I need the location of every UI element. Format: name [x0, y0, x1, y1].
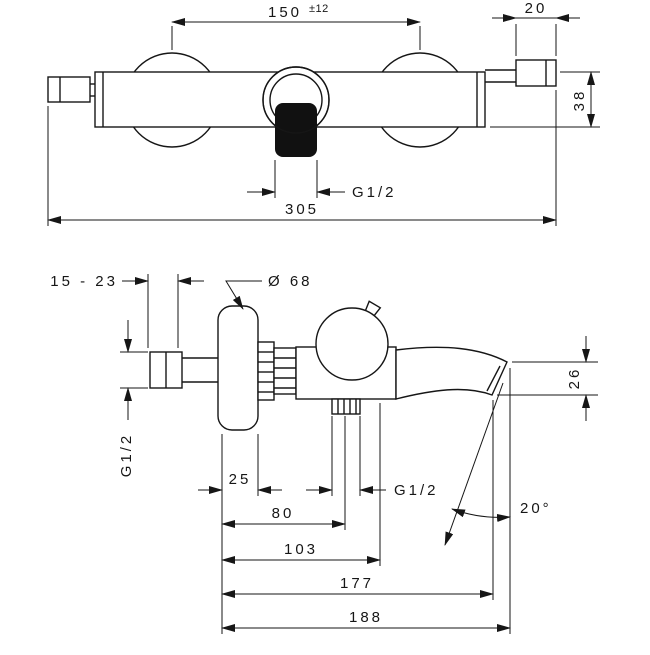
spout-outlet-height-label: 26	[566, 367, 583, 390]
dim-handle-depth: 103	[221, 403, 381, 566]
wall-distance-label: 15 - 23	[50, 273, 118, 290]
dim-body-height: 38	[490, 71, 600, 128]
escutcheon-diameter-label: Ø 68	[268, 273, 313, 290]
spout-angle-label: 20°	[520, 500, 552, 517]
dim-spout-outlet-height: 26	[497, 336, 598, 421]
inlet-thread-label: G1/2	[118, 433, 135, 478]
dim-outlet-thread-front: G1/2	[247, 160, 397, 201]
body-height-label: 38	[571, 89, 588, 112]
overall-width-label: 305	[285, 201, 319, 218]
s-union	[149, 351, 218, 389]
dim-outlet-thread-side: G1/2	[306, 416, 439, 499]
outlet-connector-front	[275, 103, 317, 157]
outlet-thread-side-label: G1/2	[394, 482, 439, 499]
overall-depth-label: 188	[349, 609, 383, 626]
center-distance-label: 150	[268, 4, 302, 21]
dim-spout-outlet-depth: 177	[221, 400, 494, 600]
wall-connector-left	[47, 76, 96, 103]
connector-width-label: 20	[525, 0, 548, 17]
dim-wall-distance: 15 - 23	[50, 273, 204, 348]
dim-spout-angle: 20°	[444, 382, 552, 546]
front-view-dimensions: 150 ±12 20 38 G1/2	[47, 0, 600, 226]
spout-outlet-depth-label: 177	[340, 575, 374, 592]
side-view	[149, 300, 508, 431]
dim-overall-width: 305	[47, 90, 557, 226]
front-view	[47, 52, 557, 157]
bottom-outlet	[331, 398, 361, 415]
escutcheon-depth-label: 25	[229, 471, 252, 488]
dim-overall-depth: 188	[221, 368, 511, 634]
dim-connector-width: 20	[492, 0, 580, 56]
dim-outlet-center-depth: 80	[221, 416, 346, 530]
adapter-nut	[257, 341, 297, 401]
outlet-thread-front-label: G1/2	[352, 184, 397, 201]
escutcheon-side	[217, 305, 259, 431]
dim-escutcheon-depth: 25	[198, 434, 282, 634]
wall-connector-right	[485, 59, 557, 87]
dim-inlet-thread: G1/2	[118, 320, 148, 477]
handle-depth-label: 103	[284, 541, 318, 558]
center-tolerance-label: ±12	[309, 3, 329, 15]
spout	[395, 346, 508, 400]
outlet-center-depth-label: 80	[272, 505, 295, 522]
side-view-dimensions: 15 - 23 Ø 68 G1/2 25 G1/2	[50, 273, 598, 634]
thermostat-ring	[262, 66, 330, 157]
thermostat-handle	[315, 307, 389, 381]
dim-center-distance: 150 ±12	[171, 3, 421, 50]
dim-escutcheon-diameter: Ø 68	[225, 273, 313, 310]
